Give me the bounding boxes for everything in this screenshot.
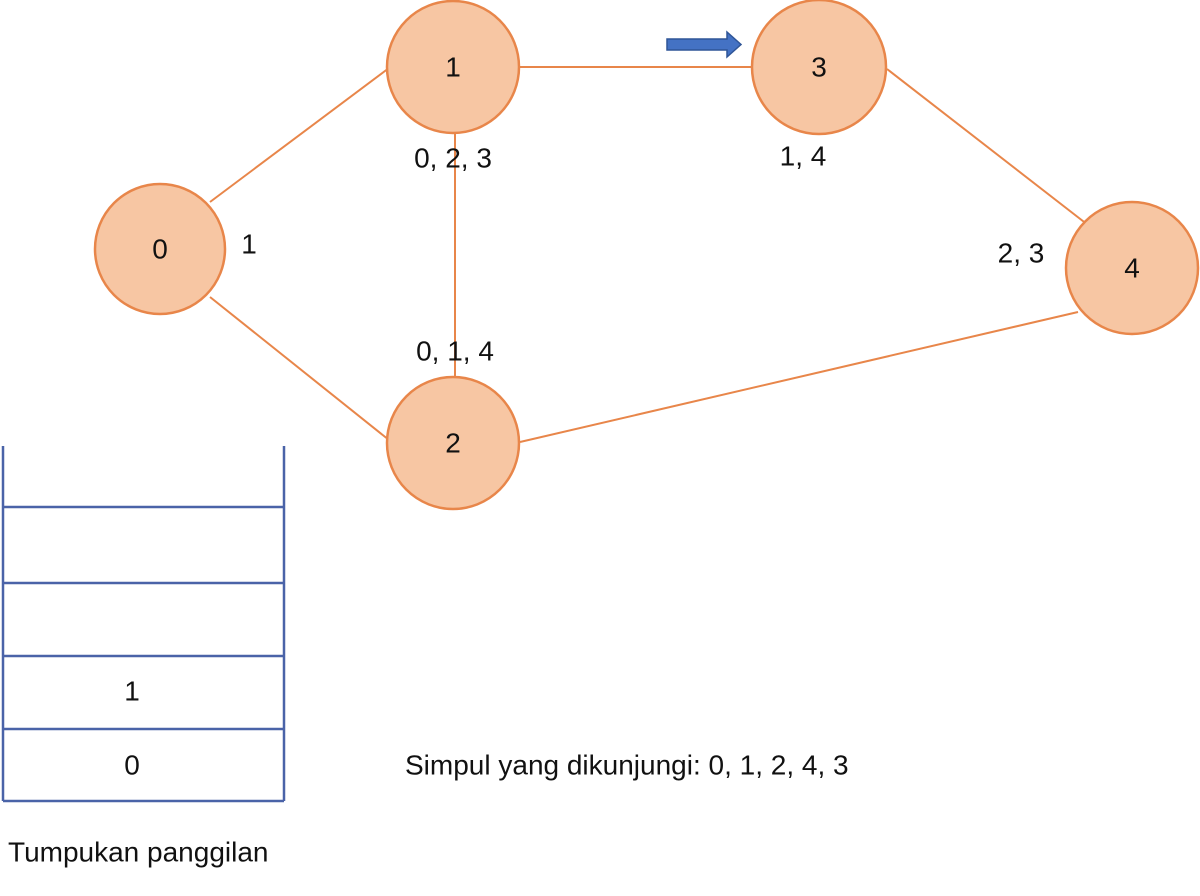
node-4: 4 (1064, 200, 1200, 336)
edge-0-1 (209, 67, 390, 203)
node-1-circle (385, 0, 521, 135)
node-0-label: 0 (152, 233, 168, 264)
stack-slot-4: 1 (124, 675, 140, 706)
node-0: 0 (93, 182, 227, 316)
node-4-label: 4 (1124, 252, 1140, 283)
visited-nodes-text: Simpul yang dikunjungi: 0, 1, 2, 4, 3 (405, 749, 849, 780)
adjacency-node-0: 1 (241, 228, 257, 259)
node-2-label: 2 (445, 427, 461, 458)
edges (209, 66, 1089, 443)
adjacency-node-3: 1, 4 (780, 140, 827, 171)
node-0-circle (93, 182, 227, 316)
adjacency-node-1: 0, 2, 3 (414, 142, 492, 173)
node-3-circle (750, 0, 888, 136)
current-node-arrow-icon (666, 30, 743, 59)
node-1: 1 (385, 0, 521, 135)
node-2: 2 (385, 375, 521, 511)
adjacency-node-4: 2, 3 (998, 237, 1045, 268)
node-2-circle (385, 375, 521, 511)
edge-0-2 (209, 296, 390, 441)
node-3-label: 3 (811, 51, 827, 82)
node-1-label: 1 (445, 51, 461, 82)
node-4-circle (1064, 200, 1200, 336)
call-stack: 1 0 (1, 446, 286, 803)
edge-2-4 (519, 311, 1079, 443)
node-3: 3 (750, 0, 888, 136)
edge-3-4 (886, 68, 1089, 226)
stack-slot-5: 0 (124, 749, 140, 780)
adjacency-node-2: 0, 1, 4 (416, 335, 494, 366)
stack-title: Tumpukan panggilan (8, 836, 268, 867)
